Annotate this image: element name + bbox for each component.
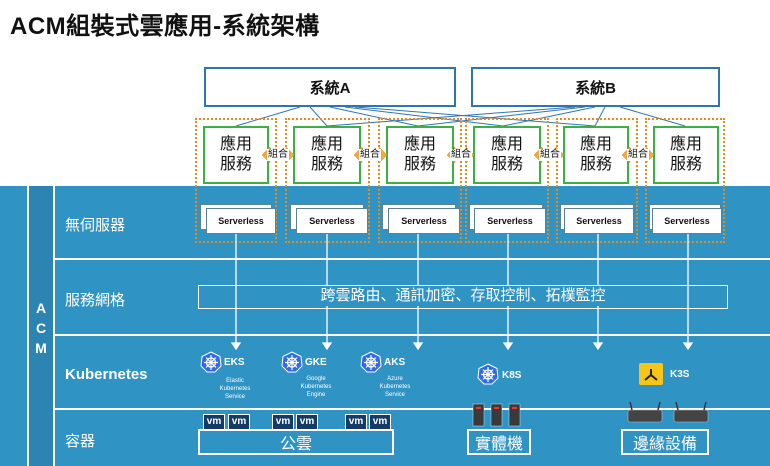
app-service-line1: 應用 xyxy=(490,136,523,153)
service-column-outline xyxy=(645,118,725,243)
app-service-box: 應用 服務 xyxy=(203,126,269,184)
combine-label: 組合 xyxy=(539,149,561,161)
physical-server-icon xyxy=(472,403,521,427)
system-a-label: 系統A xyxy=(309,79,351,97)
kubernetes-helm-icon xyxy=(200,351,222,373)
kubernetes-helm-icon xyxy=(477,363,499,385)
gke-label: GKE xyxy=(305,357,327,368)
acm-letter-a: A xyxy=(35,300,47,316)
vm-icon: vm xyxy=(345,414,367,430)
service-column-outline xyxy=(556,118,638,243)
serverless-box: Serverless xyxy=(564,208,634,234)
system-b-label: 系統B xyxy=(575,79,616,97)
app-service-line1: 應用 xyxy=(403,136,436,153)
combine-label: 組合 xyxy=(267,149,289,161)
serverless-box: Serverless xyxy=(388,208,460,234)
edge-device-icon xyxy=(627,401,709,423)
app-service-line2: 服務 xyxy=(490,156,523,173)
vm-icon: vm xyxy=(369,414,391,430)
k3s-label: K3S xyxy=(670,369,690,380)
row-label-serverless: 無伺服器 xyxy=(65,217,126,234)
app-service-box: 應用 服務 xyxy=(386,126,454,184)
app-service-line1: 應用 xyxy=(669,136,702,153)
service-mesh-text: 跨雲路由、通訊加密、存取控制、拓樸監控 xyxy=(300,286,626,306)
app-service-line1: 應用 xyxy=(579,136,612,153)
row-divider xyxy=(55,258,770,260)
k3s-icon xyxy=(639,363,663,385)
row-label-container: 容器 xyxy=(65,433,96,450)
app-service-line2: 服務 xyxy=(669,156,702,173)
acm-letter-c: C xyxy=(35,320,47,336)
app-service-line2: 服務 xyxy=(310,156,343,173)
kubernetes-helm-icon xyxy=(281,351,303,373)
serverless-box: Serverless xyxy=(474,208,546,234)
row-divider xyxy=(55,334,770,336)
service-column-outline xyxy=(378,118,462,243)
physical-machine-box: 實體機 xyxy=(467,429,531,455)
serverless-box: Serverless xyxy=(206,208,276,234)
row-label-service-mesh: 服務網格 xyxy=(65,292,126,309)
app-service-box: 應用 服務 xyxy=(653,126,719,184)
vm-icon: vm xyxy=(228,414,250,430)
acm-side-strip xyxy=(27,186,55,466)
public-cloud-box: 公雲 xyxy=(198,429,394,455)
service-column-outline xyxy=(465,118,549,243)
combine-label: 組合 xyxy=(359,149,381,161)
vm-icon: vm xyxy=(296,414,318,430)
serverless-box: Serverless xyxy=(652,208,722,234)
eks-label: EKS xyxy=(224,357,245,368)
aks-label: AKS xyxy=(384,357,406,368)
app-service-line2: 服務 xyxy=(403,156,436,173)
kubernetes-helm-icon xyxy=(360,351,382,373)
serverless-box: Serverless xyxy=(296,208,368,234)
app-service-line1: 應用 xyxy=(219,136,252,153)
app-service-box: 應用 服務 xyxy=(473,126,541,184)
row-divider xyxy=(55,408,770,410)
system-a-box: 系統A xyxy=(204,67,456,107)
acm-letter-m: M xyxy=(35,340,47,356)
system-b-box: 系統B xyxy=(471,67,720,107)
combine-label: 組合 xyxy=(450,149,472,161)
app-service-box: 應用 服務 xyxy=(563,126,629,184)
app-service-line1: 應用 xyxy=(310,136,343,153)
service-mesh-box xyxy=(198,285,728,309)
page-title: ACM組裝式雲應用-系統架構 xyxy=(10,13,320,40)
row-label-kubernetes: Kubernetes xyxy=(65,366,148,383)
public-cloud-label: 公雲 xyxy=(279,436,312,453)
combine-label: 組合 xyxy=(627,149,649,161)
physical-machine-label: 實體機 xyxy=(474,436,523,453)
vm-icon: vm xyxy=(203,414,225,430)
k8s-label: K8S xyxy=(502,370,522,381)
app-service-line2: 服務 xyxy=(219,156,252,173)
app-service-line2: 服務 xyxy=(579,156,612,173)
edge-device-box: 邊緣設備 xyxy=(621,429,709,455)
edge-device-label: 邊緣設備 xyxy=(632,436,697,453)
vm-icon: vm xyxy=(272,414,294,430)
